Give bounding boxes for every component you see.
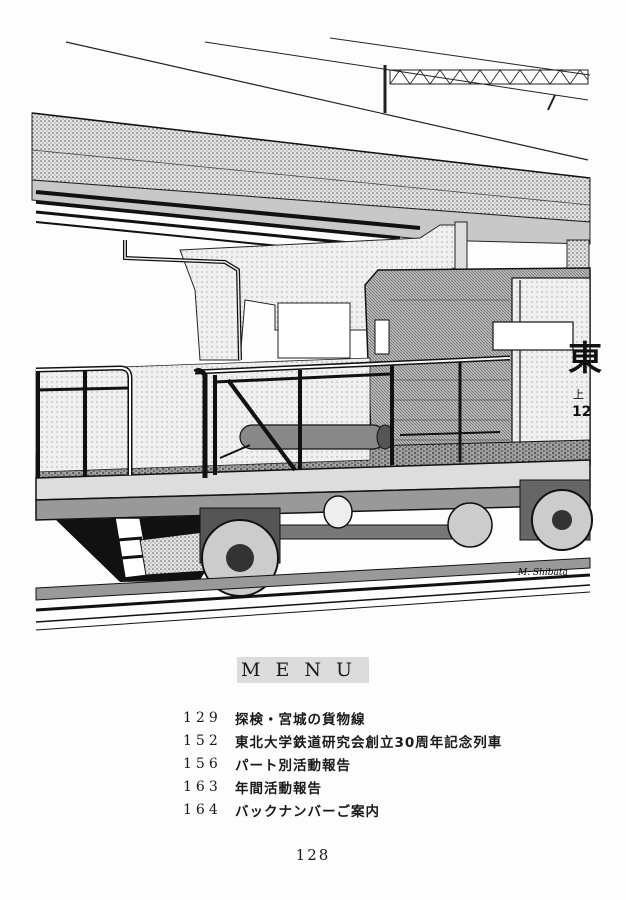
menu-item-page: 129 bbox=[183, 709, 222, 726]
rails bbox=[35, 557, 591, 631]
deck-railings bbox=[35, 355, 511, 478]
menu-item-page: 163 bbox=[183, 778, 222, 795]
menu-item-title: パート別活動報告 bbox=[235, 757, 351, 774]
menu-item-title: 東北大学鉄道研究会創立30周年記念列車 bbox=[235, 734, 503, 751]
artist-signature: M. Shibata bbox=[517, 568, 568, 578]
menu-item-title: バックナンバーご案内 bbox=[235, 803, 380, 820]
menu-item-title: 探検・宮城の貨物線 bbox=[235, 711, 366, 728]
catenary-structure bbox=[65, 37, 591, 161]
car-mark-small: 上 bbox=[573, 388, 584, 401]
menu-item-page: 156 bbox=[183, 755, 222, 772]
overpass-deck bbox=[31, 112, 591, 249]
page-number: 128 bbox=[295, 846, 331, 864]
menu-item: 156 パート別活動報告 bbox=[183, 752, 502, 775]
menu-item-page: 164 bbox=[183, 801, 222, 818]
menu-item: 163 年間活動報告 bbox=[183, 775, 502, 798]
menu-list: 129 探検・宮城の貨物線 152 東北大学鉄道研究会創立30周年記念列車 15… bbox=[183, 706, 502, 821]
caboose-body bbox=[364, 267, 591, 466]
menu-item: 129 探検・宮城の貨物線 bbox=[183, 706, 502, 729]
menu-item: 164 バックナンバーご案内 bbox=[183, 798, 502, 821]
freight-car-illustration: 東 上 12 M. Shibata bbox=[31, 37, 602, 631]
menu-heading: MENU bbox=[237, 657, 369, 683]
menu-item-title: 年間活動報告 bbox=[235, 780, 322, 797]
overpass-pier bbox=[123, 221, 590, 361]
car-mark-number: 12 bbox=[572, 404, 591, 420]
menu-item: 152 東北大学鉄道研究会創立30周年記念列車 bbox=[183, 729, 502, 752]
menu-item-page: 152 bbox=[183, 732, 222, 749]
car-mark-kanji: 東 bbox=[568, 339, 602, 379]
